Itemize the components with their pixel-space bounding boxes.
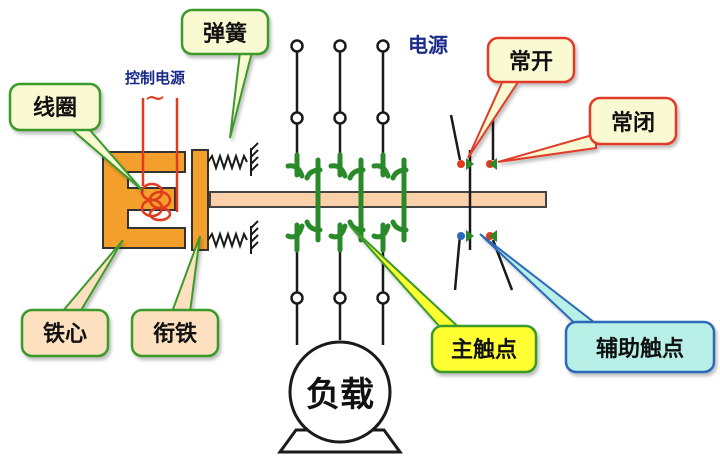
power-label: 电源: [408, 33, 448, 57]
motor: 负载: [277, 304, 403, 454]
callout-normally-open-text: 常开: [509, 49, 553, 75]
callout-coil: [8, 82, 143, 191]
iron-core: [102, 151, 186, 249]
armature: [191, 149, 209, 251]
power-terminals: [290, 39, 390, 305]
callout-main-contact-text: 主触点: [451, 337, 517, 363]
callout-armature: [130, 235, 220, 358]
control-power-label: 控制电源: [125, 69, 185, 87]
callout-normally-closed: [497, 96, 678, 163]
actuator-rod: [209, 191, 547, 208]
callout-main-contact: [349, 225, 538, 374]
callout-spring: [180, 8, 270, 139]
callout-iron-core-text: 铁心: [43, 321, 87, 347]
callout-normally-closed-text: 常闭: [611, 110, 655, 136]
main-contacts: [285, 152, 409, 253]
ac-symbol-icon: ~: [144, 83, 166, 113]
callout-spring-text: 弹簧: [203, 21, 247, 47]
callout-iron-core: [20, 239, 124, 358]
callout-aux-contact: [479, 233, 716, 374]
spring: [207, 142, 259, 254]
load-label: 负载: [306, 375, 374, 415]
coil: [140, 98, 179, 222]
callout-armature-text: 衔铁: [153, 321, 197, 347]
callout-aux-contact-text: 辅助触点: [596, 336, 684, 362]
callout-coil-text: 线圈: [33, 95, 77, 121]
callout-normally-open: [467, 36, 576, 159]
aux-contact-tips: [457, 158, 497, 242]
